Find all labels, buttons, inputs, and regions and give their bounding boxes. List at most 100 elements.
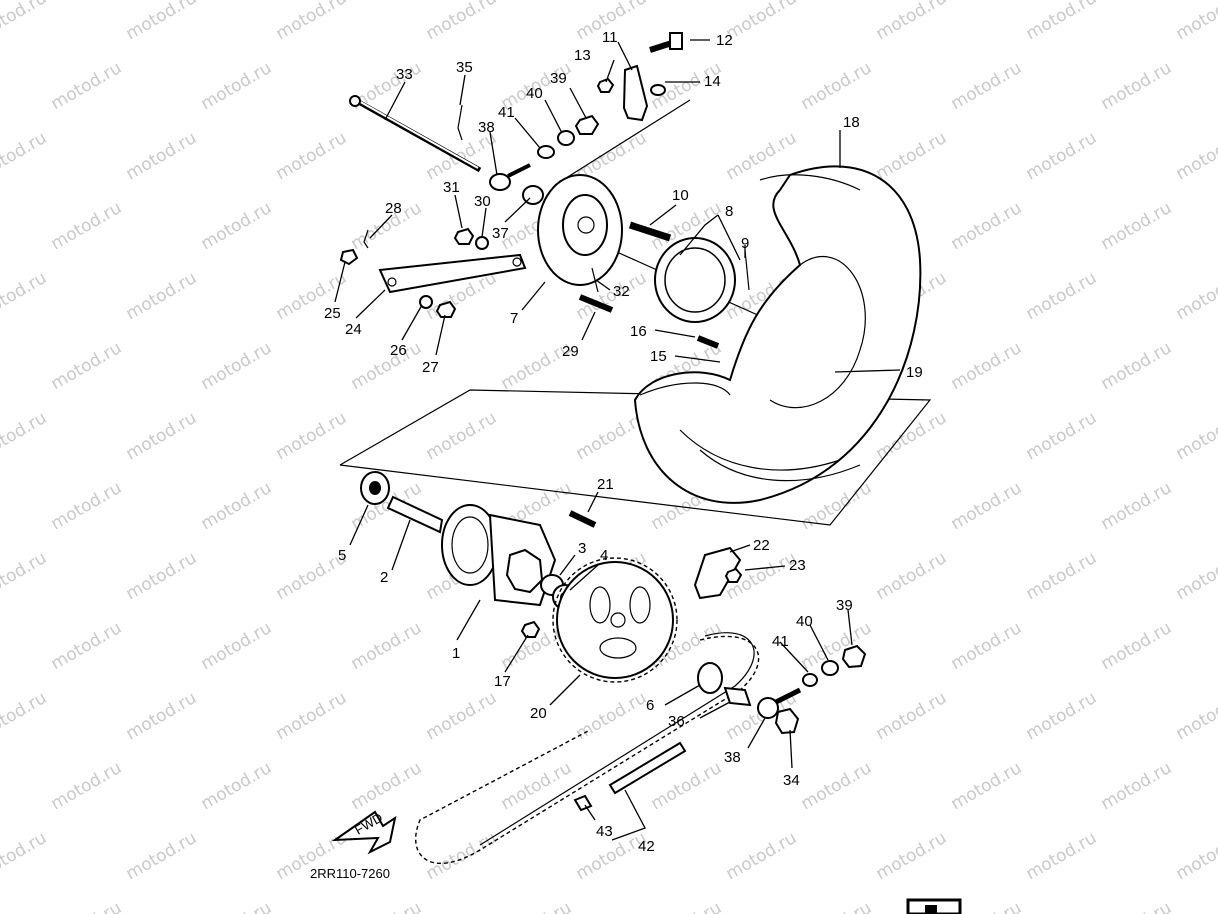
watermark-text-45: motod.ru [0,128,50,184]
watermark-text-75: motod.ru [1173,268,1218,324]
watermark-text-74: motod.ru [1023,268,1101,324]
watermark-text-56: motod.ru [48,198,126,254]
leader-lines [334,39,901,841]
callout-34: 34 [783,772,800,789]
watermark-text-62: motod.ru [948,198,1026,254]
watermark-text-156: motod.ru [123,828,201,884]
watermark-text-52: motod.ru [1023,128,1101,184]
watermark-text-78: motod.ru [48,338,126,394]
watermark-text-155: motod.ru [0,828,50,884]
watermark-text-107: motod.ru [1098,478,1176,534]
watermark-text-105: motod.ru [798,478,876,534]
callout-20: 20 [530,705,547,722]
watermark-text-101: motod.ru [198,478,276,534]
watermark-text-151: motod.ru [1098,758,1176,814]
callout-29: 29 [562,343,579,360]
watermark-text-41: motod.ru [1098,58,1176,114]
callout-8: 8 [725,203,733,220]
diagram-code: 2RR110-7260 [310,866,390,881]
callout-35: 35 [456,59,473,76]
watermark-text-47: motod.ru [273,128,351,184]
callout-2: 2 [380,569,388,586]
watermark-text-91: motod.ru [273,408,351,464]
watermark-text-168: motod.ru [348,898,426,914]
watermark-text-167: motod.ru [198,898,276,914]
callout-9: 9 [741,235,749,252]
watermark-text-133: motod.ru [0,688,50,744]
callout-41-lower: 41 [772,633,789,650]
watermark-text-85: motod.ru [1098,338,1176,394]
watermark-text-161: motod.ru [873,828,951,884]
callout-11: 11 [602,29,618,46]
watermark-text-134: motod.ru [123,688,201,744]
callout-19: 19 [906,364,923,381]
watermark-text-169: motod.ru [498,898,576,914]
watermark-text-63: motod.ru [1098,198,1176,254]
part-drawings: FWD [331,32,962,914]
callout-43: 43 [596,823,613,840]
watermark-text-31: motod.ru [1173,0,1218,44]
watermark-text-173: motod.ru [1098,898,1176,914]
callout-5: 5 [338,547,346,564]
callout-13: 13 [574,47,591,64]
callout-22: 22 [753,537,770,554]
watermark-text-89: motod.ru [0,408,50,464]
watermark-text-150: motod.ru [948,758,1026,814]
watermark-text-36: motod.ru [348,58,426,114]
watermark-text-95: motod.ru [873,408,951,464]
watermark-text-25: motod.ru [273,0,351,44]
watermark-text-135: motod.ru [273,688,351,744]
callout-21: 21 [597,476,614,493]
watermark-text-24: motod.ru [123,0,201,44]
watermark-text-92: motod.ru [423,408,501,464]
watermark-text-149: motod.ru [798,758,876,814]
callout-14: 14 [704,73,721,90]
watermark-text-112: motod.ru [123,548,201,604]
callout-15: 15 [650,348,667,365]
callout-7: 7 [510,310,518,327]
callout-18: 18 [843,114,860,131]
watermark-text-160: motod.ru [723,828,801,884]
callout-32: 32 [613,283,630,300]
watermark-text-97: motod.ru [1173,408,1218,464]
callout-27: 27 [422,359,439,376]
callout-39-lower: 39 [836,597,853,614]
callout-4: 4 [600,547,608,564]
callout-10: 10 [672,187,689,204]
callout-25: 25 [324,305,341,322]
watermark-text-40: motod.ru [948,58,1026,114]
watermark-text-163: motod.ru [1173,828,1218,884]
watermark-text-140: motod.ru [1023,688,1101,744]
callout-16: 16 [630,323,647,340]
callout-38: 38 [478,119,495,136]
watermark-text-162: motod.ru [1023,828,1101,884]
callout-40: 40 [526,85,543,102]
watermark-text-34: motod.ru [48,58,126,114]
callout-41: 41 [498,104,515,121]
watermark-text-144: motod.ru [48,758,126,814]
watermark-text-147: motod.ru [498,758,576,814]
watermark-text-111: motod.ru [0,548,50,604]
watermark-text-28: motod.ru [723,0,801,44]
callout-39: 39 [550,70,567,87]
callout-40-lower: 40 [796,613,813,630]
watermark-text-23: motod.ru [0,0,50,44]
callout-17: 17 [494,673,511,690]
callout-12: 12 [716,32,733,49]
callout-24: 24 [345,321,362,338]
callout-42: 42 [638,838,655,855]
watermark-text-57: motod.ru [198,198,276,254]
callout-1: 1 [452,645,460,662]
watermark-text-141: motod.ru [1173,688,1218,744]
watermark-text-145: motod.ru [198,758,276,814]
watermark-text-39: motod.ru [798,58,876,114]
watermark-text-30: motod.ru [1023,0,1101,44]
watermark-text-123: motod.ru [198,618,276,674]
watermark-text-129: motod.ru [1098,618,1176,674]
watermark-text-79: motod.ru [198,338,276,394]
callout-33: 33 [396,66,413,83]
watermark-text-118: motod.ru [1023,548,1101,604]
watermark-text-146: motod.ru [348,758,426,814]
watermark-text-46: motod.ru [123,128,201,184]
